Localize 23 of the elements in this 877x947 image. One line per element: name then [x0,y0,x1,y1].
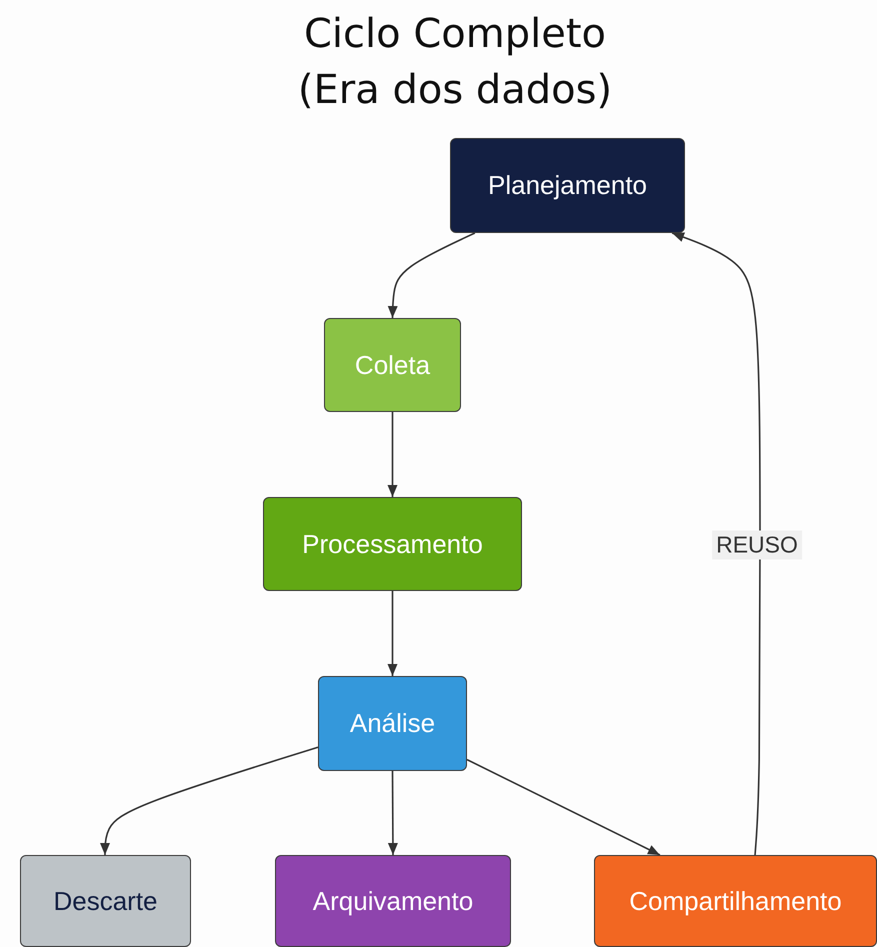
node-label: Descarte [53,886,158,916]
diagram-title: Ciclo Completo (Era dos dados) [296,10,614,115]
arrow [466,758,660,856]
arrow [100,746,318,855]
arrow [388,232,476,318]
process-box [594,855,877,947]
edge-label: REUSO [712,530,802,560]
process-box [318,676,467,771]
process-box [275,855,511,947]
node-label: Processamento [302,528,483,560]
process-box [20,855,191,947]
node-label: Planejamento [488,170,647,201]
node-label: Análise [350,708,436,739]
process-box [324,318,461,412]
arrow [388,771,398,855]
arrow [672,232,761,856]
node-label: Compartilhamento [629,886,842,916]
arrow [388,591,398,676]
process-box [450,138,685,233]
node-label: Coleta [354,350,430,380]
process-box [263,497,522,591]
arrow [388,412,398,497]
node-label: Arquivamento [312,886,474,916]
